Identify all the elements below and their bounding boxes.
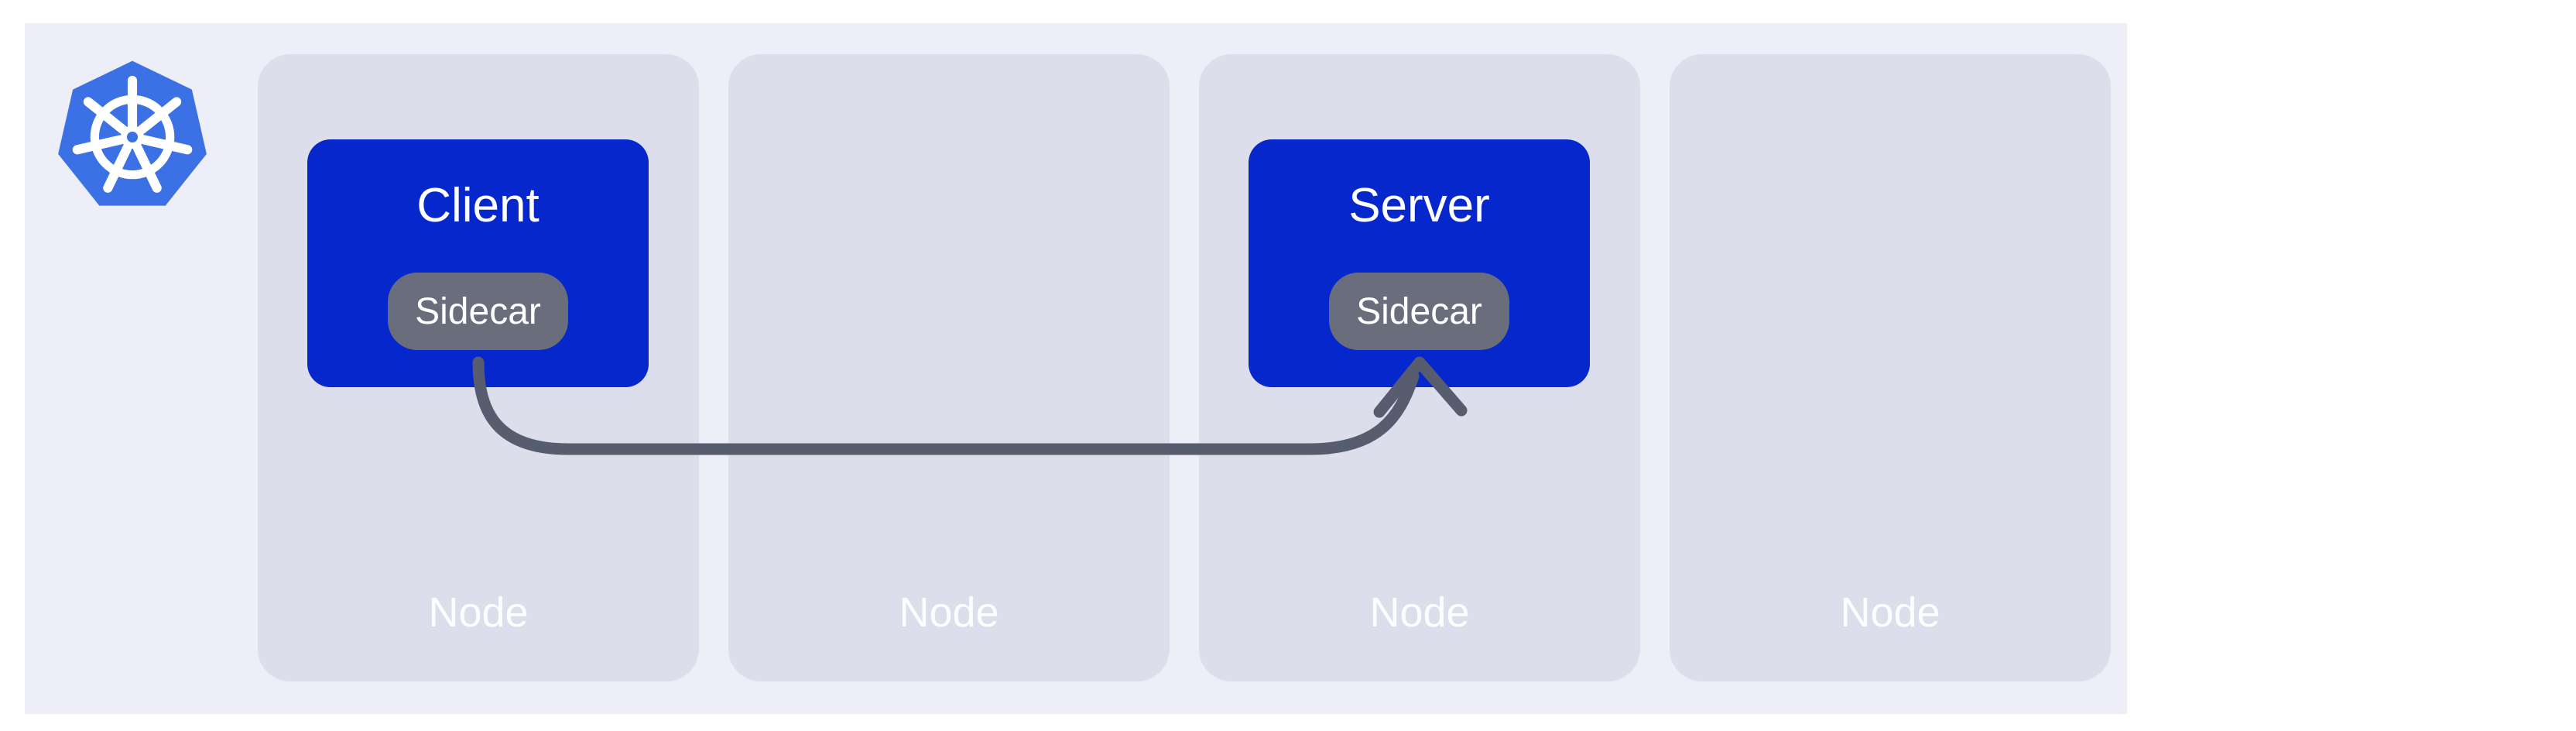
node-label-4: Node	[1840, 589, 1941, 636]
ship-wheel-icon	[72, 75, 193, 193]
client-pod: Client Sidecar	[307, 139, 649, 387]
server-sidecar-label: Sidecar	[1356, 290, 1482, 332]
node-label-1: Node	[428, 589, 529, 636]
node-card-2: Node	[728, 54, 1170, 681]
kubernetes-logo-icon	[58, 60, 207, 206]
node-card-3: Server Sidecar Node	[1199, 54, 1640, 681]
client-sidecar-pill: Sidecar	[388, 273, 568, 350]
node-card-1: Client Sidecar Node	[258, 54, 699, 681]
node-card-4: Node	[1670, 54, 2111, 681]
kubernetes-cluster-panel: Client Sidecar Node Node Server Sidecar …	[25, 23, 2127, 714]
server-pod: Server Sidecar	[1249, 139, 1590, 387]
node-label-2: Node	[899, 589, 999, 636]
server-pod-label: Server	[1348, 179, 1490, 232]
node-label-3: Node	[1369, 589, 1470, 636]
client-sidecar-label: Sidecar	[415, 290, 541, 332]
client-pod-label: Client	[416, 179, 540, 232]
server-sidecar-pill: Sidecar	[1329, 273, 1509, 350]
